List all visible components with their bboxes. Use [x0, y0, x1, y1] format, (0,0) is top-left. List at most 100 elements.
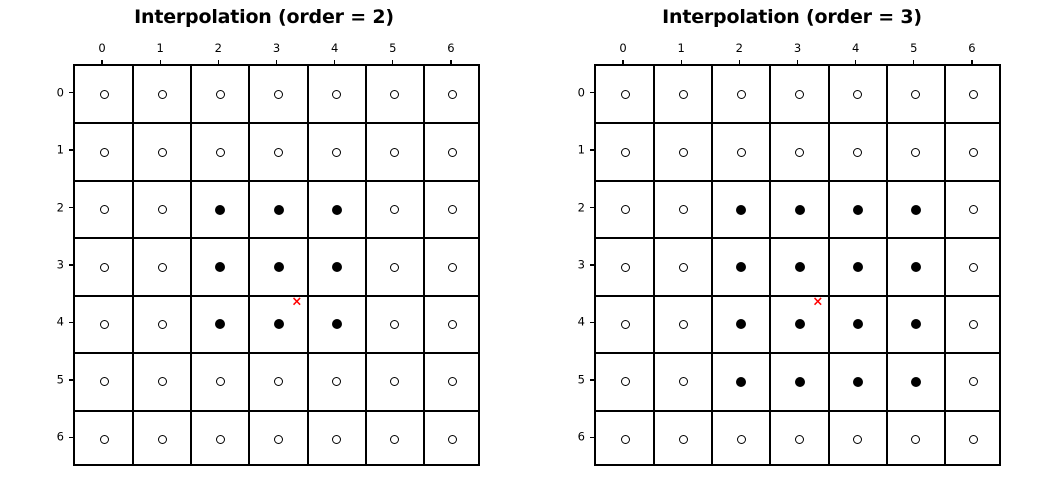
grid-node-open	[795, 90, 804, 100]
grid-node-open	[969, 205, 979, 215]
grid-line-horizontal	[75, 179, 478, 182]
grid-line-horizontal	[596, 122, 999, 125]
y-axis-tick	[590, 92, 594, 94]
grid-node-filled	[215, 319, 226, 330]
grid-node-open	[969, 147, 979, 157]
grid-node-open	[736, 434, 746, 444]
grid-node-open	[274, 377, 283, 387]
grid-node-open	[620, 147, 630, 157]
grid-node-open	[678, 147, 688, 157]
grid-line-vertical	[248, 66, 251, 464]
y-axis-tick-label: 6	[577, 429, 585, 444]
grid-node-open	[678, 90, 688, 100]
grid-node-filled	[215, 204, 226, 215]
grid-line-vertical	[769, 66, 772, 464]
x-axis-tick	[217, 60, 220, 64]
y-axis-tick-label: 3	[577, 257, 585, 272]
grid-node-open	[853, 147, 863, 157]
grid-node-filled	[736, 262, 747, 272]
grid-node-open	[157, 319, 167, 329]
x-axis-tick	[622, 60, 624, 64]
y-axis-tick	[590, 321, 594, 324]
grid-node-filled	[852, 262, 863, 272]
grid-node-open	[274, 90, 283, 100]
x-axis-tick-label: 6	[968, 41, 976, 55]
x-axis-tick	[738, 60, 741, 64]
grid-node-filled	[910, 262, 921, 272]
y-axis-tick	[590, 264, 594, 266]
y-axis-tick	[590, 206, 594, 209]
grid-node-filled	[794, 262, 805, 272]
grid-node-open	[969, 377, 979, 387]
grid-node-open	[157, 147, 167, 157]
x-axis-tick	[159, 60, 161, 64]
grid-node-open	[678, 434, 688, 444]
x-axis-tick	[333, 60, 336, 64]
x-axis-tick	[101, 60, 103, 64]
grid-node-open	[390, 205, 400, 215]
grid-line-vertical	[885, 66, 888, 464]
grid-node-open	[620, 262, 630, 272]
y-axis-tick	[590, 436, 594, 438]
plot-area-order-3[interactable]	[594, 64, 1001, 466]
grid-node-open	[99, 377, 109, 387]
x-axis-tick	[913, 60, 915, 64]
x-axis-tick-label: 5	[389, 41, 397, 55]
grid-node-filled	[331, 262, 342, 272]
grid-node-filled	[794, 376, 805, 387]
grid-node-open	[448, 205, 458, 215]
x-axis-tick-label: 1	[677, 41, 685, 55]
grid-node-filled	[910, 376, 921, 387]
x-axis-tick-label: 1	[156, 41, 164, 55]
grid-line-horizontal	[596, 294, 999, 297]
grid-node-filled	[736, 376, 747, 387]
y-axis-tick	[69, 149, 73, 151]
y-axis-tick-label: 2	[577, 200, 585, 215]
grid-line-vertical	[943, 66, 946, 464]
x-axis-tick-label: 3	[793, 41, 802, 55]
grid-node-filled	[852, 319, 863, 330]
grid-node-open	[99, 90, 109, 100]
grid-node-open	[99, 147, 109, 157]
y-axis-tick	[69, 436, 73, 438]
grid-node-open	[448, 147, 458, 157]
grid-node-open	[215, 434, 225, 444]
y-axis-tick	[69, 92, 73, 94]
grid-line-horizontal	[75, 237, 478, 240]
grid-node-open	[390, 262, 400, 272]
grid-node-open	[795, 147, 804, 157]
grid-node-open	[332, 147, 342, 157]
grid-line-horizontal	[75, 409, 478, 412]
panel-title-order-2: Interpolation (order = 2)	[134, 6, 394, 28]
x-axis-tick	[450, 60, 452, 64]
grid-node-filled	[331, 319, 342, 330]
x-axis-tick	[392, 60, 394, 64]
y-axis-tick-label: 0	[577, 85, 585, 100]
plot-area-order-2[interactable]	[73, 64, 480, 466]
grid-node-open	[448, 319, 458, 329]
grid-node-open	[215, 377, 225, 387]
y-axis-tick-label: 0	[56, 85, 64, 100]
grid-node-open	[795, 434, 804, 444]
grid-node-open	[157, 262, 167, 272]
y-axis-tick-label: 5	[56, 372, 64, 387]
x-axis-tick-label: 0	[98, 41, 106, 55]
x-axis-tick-label: 4	[851, 41, 860, 55]
grid-node-open	[274, 147, 283, 157]
x-axis-tick-label: 0	[619, 41, 627, 55]
y-axis-tick-label: 6	[56, 429, 64, 444]
grid-node-open	[620, 377, 630, 387]
x-axis-tick-label: 4	[330, 41, 339, 55]
panel-title-order-3: Interpolation (order = 3)	[662, 6, 922, 28]
grid-line-horizontal	[75, 352, 478, 355]
grid-node-open	[157, 205, 167, 215]
grid-node-open	[911, 147, 921, 157]
grid-node-open	[853, 90, 863, 100]
y-axis-tick-label: 2	[56, 200, 64, 215]
y-axis-tick	[590, 149, 594, 151]
grid-line-horizontal	[596, 352, 999, 355]
x-axis-tick	[680, 60, 682, 64]
grid-node-open	[678, 262, 688, 272]
